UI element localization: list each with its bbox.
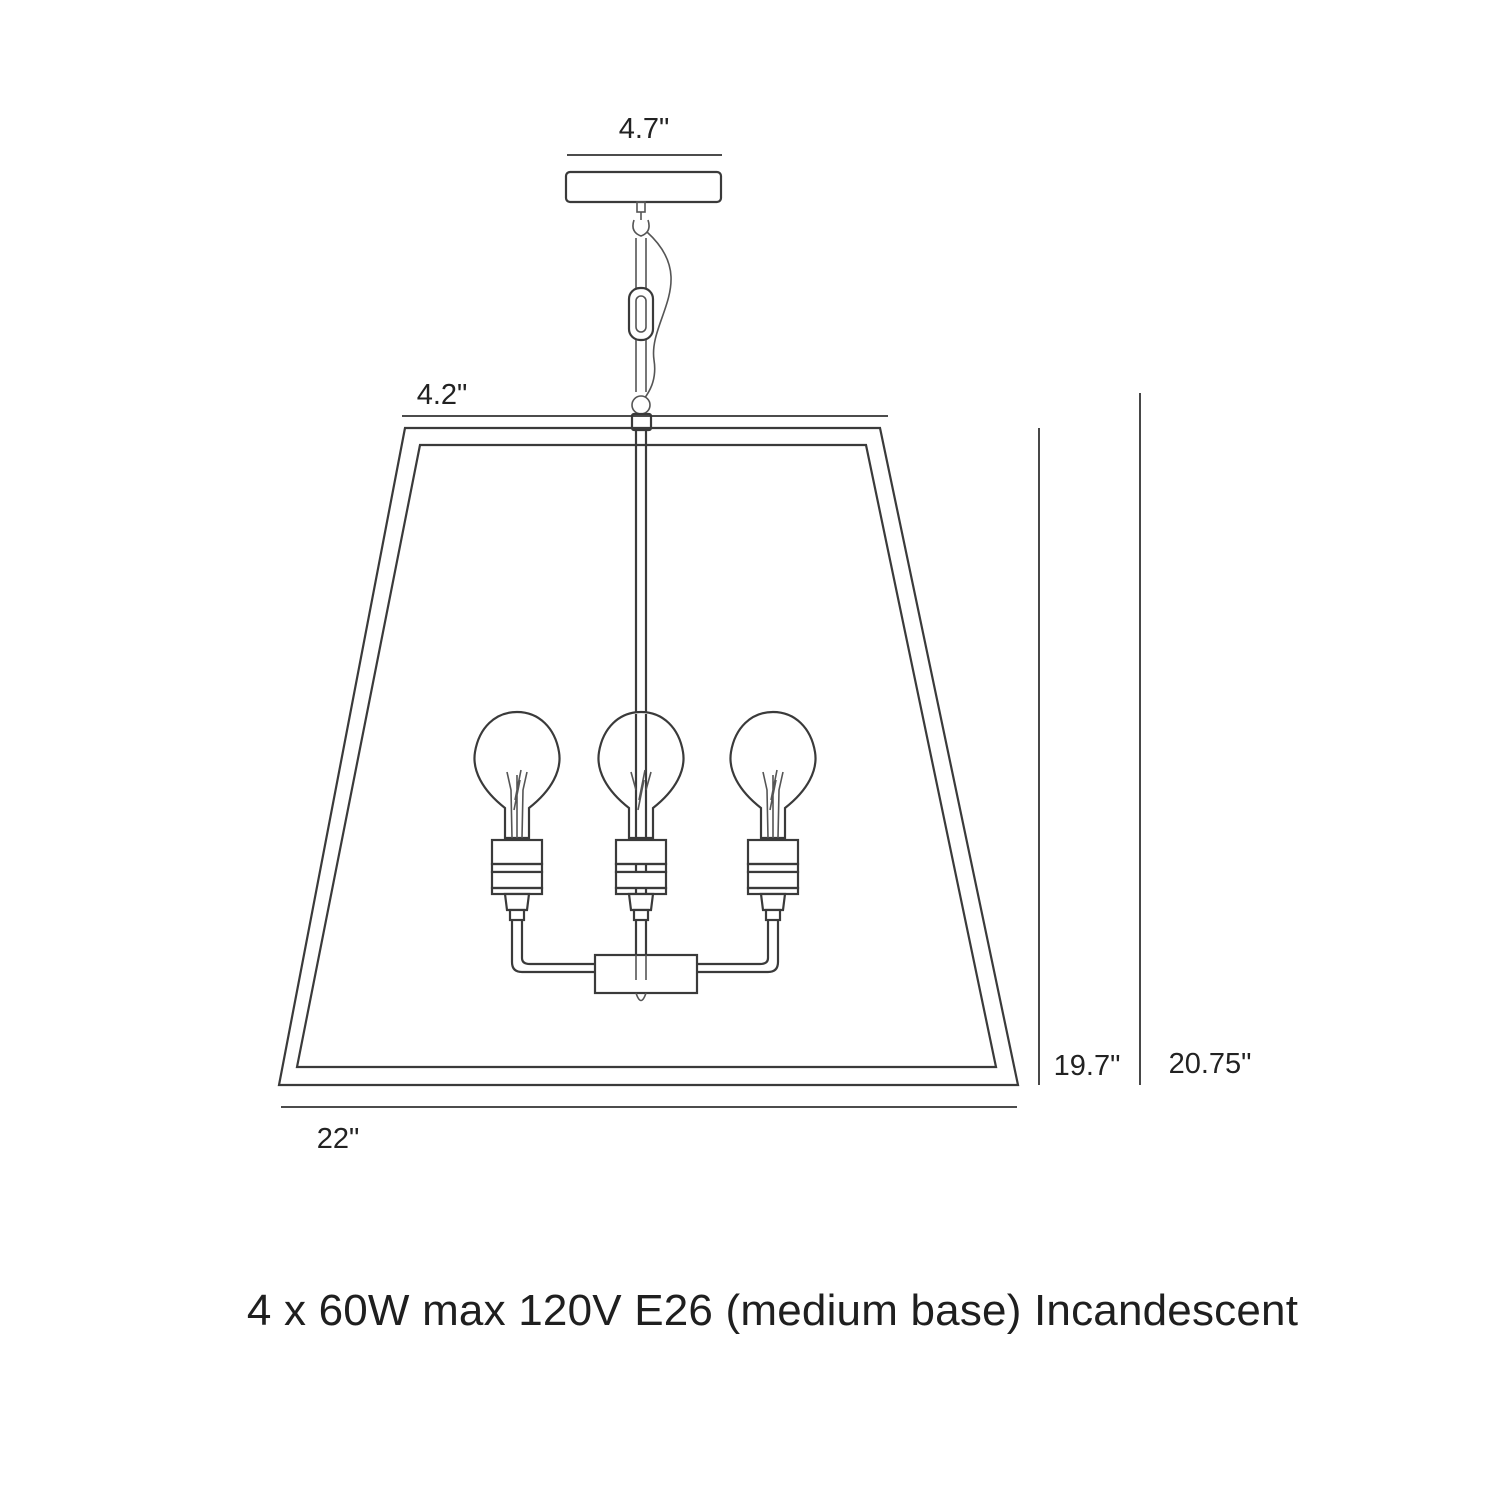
bulb-right [729, 710, 817, 922]
frame-height-label: 19.7" [1054, 1050, 1121, 1082]
bulb-left [473, 710, 561, 922]
frame-inner [295, 443, 998, 1069]
suspension-chain [627, 238, 655, 392]
lamp-arms [510, 918, 780, 1002]
canopy-hook [632, 201, 650, 237]
power-cord [641, 231, 672, 403]
canopy-width-label: 4.7" [619, 113, 670, 145]
ceiling-canopy [564, 170, 723, 204]
top-width-label: 4.2" [417, 379, 468, 411]
frame-outer [277, 426, 1020, 1087]
bulb-spec-caption: 4 x 60W max 120V E26 (medium base) Incan… [246, 1286, 1299, 1335]
overall-height-label: 20.75" [1169, 1048, 1252, 1080]
top-connector [630, 395, 653, 432]
bottom-width-label: 22" [317, 1123, 360, 1155]
bulb-center [597, 710, 685, 922]
